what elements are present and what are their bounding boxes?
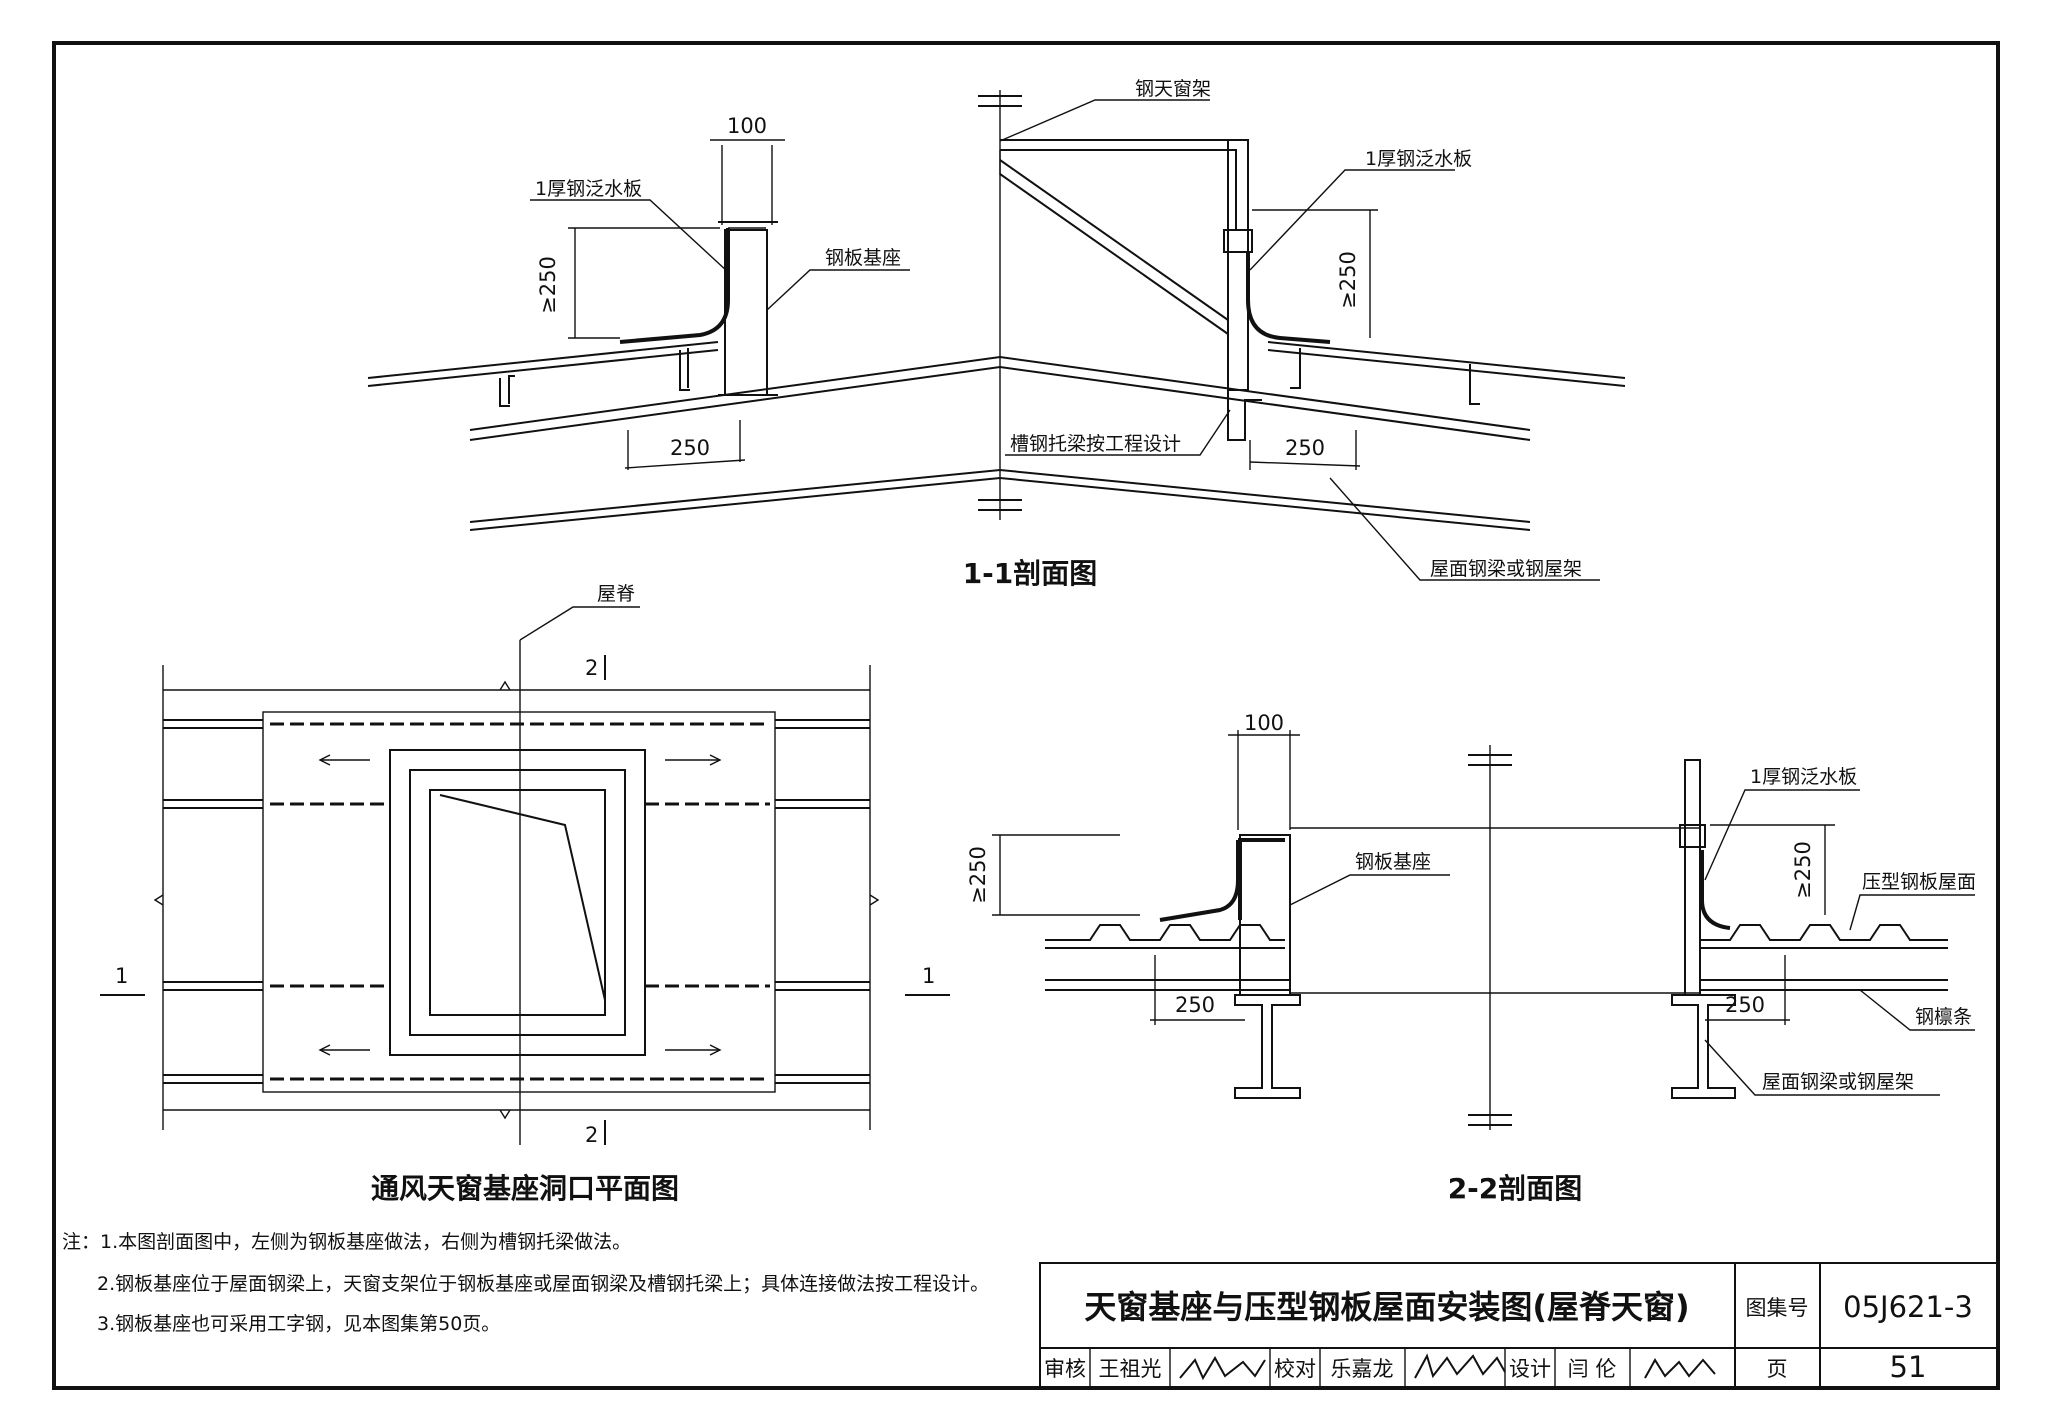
notes: 注：1.本图剖面图中，左侧为钢板基座做法，右侧为槽钢托梁做法。 2.钢板基座位于… <box>62 1231 989 1335</box>
plan-view: 屋脊 <box>100 583 950 1205</box>
signature-review <box>1179 1356 1266 1381</box>
page-number: 51 <box>1890 1350 1927 1384</box>
mark-2-bottom: 2 <box>585 1123 598 1147</box>
label-flashing-right: 1厚钢泛水板 <box>1365 148 1472 170</box>
review-name: 王祖光 <box>1099 1357 1162 1381</box>
label-steel-plate-base-1: 钢板基座 <box>825 247 901 269</box>
page-label: 页 <box>1767 1357 1788 1381</box>
signature-design <box>1644 1358 1716 1379</box>
signature-check <box>1414 1353 1506 1379</box>
title-section-1-1: 1-1剖面图 <box>963 557 1098 590</box>
sheet-border <box>52 41 2000 1390</box>
mark-2-top: 2 <box>585 656 598 680</box>
review-label: 审核 <box>1044 1357 1086 1381</box>
drawing-title: 天窗基座与压型钢板屋面安装图(屋脊天窗) <box>1084 1288 1689 1326</box>
label-steel-plate-base-2: 钢板基座 <box>1355 851 1431 873</box>
dim-1-1-right-height: ≥250 <box>1336 251 1360 309</box>
dim-2-2-right-height: ≥250 <box>1791 841 1815 899</box>
note-3: 3.钢板基座也可采用工字钢，见本图集第50页。 <box>97 1313 500 1335</box>
dim-1-1-left-height: ≥250 <box>536 256 560 314</box>
title-section-2-2: 2-2剖面图 <box>1448 1172 1583 1205</box>
dim-2-2-right-bottom: 250 <box>1725 993 1765 1017</box>
section-1-1: 100 ≥250 ≥250 250 250 钢天窗架 1厚钢泛水板 钢板基座 1… <box>367 78 1626 590</box>
label-flashing-2: 1厚钢泛水板 <box>1750 766 1857 788</box>
dim-1-1-right-bottom: 250 <box>1285 436 1325 460</box>
design-label: 设计 <box>1509 1357 1551 1381</box>
label-channel-beam: 槽钢托梁按工程设计 <box>1010 433 1181 455</box>
note-1: 注：1.本图剖面图中，左侧为钢板基座做法，右侧为槽钢托梁做法。 <box>62 1231 631 1253</box>
mark-1-right: 1 <box>922 964 935 988</box>
check-label: 校对 <box>1274 1357 1316 1381</box>
note-2: 2.钢板基座位于屋面钢梁上，天窗支架位于钢板基座或屋面钢梁及槽钢托梁上；具体连接… <box>97 1273 989 1295</box>
mark-1-left: 1 <box>115 964 128 988</box>
label-purlin: 钢檩条 <box>1915 1006 1972 1028</box>
label-profiled-roof: 压型钢板屋面 <box>1862 871 1976 893</box>
label-flashing-left: 1厚钢泛水板 <box>535 178 642 200</box>
label-steel-window-frame: 钢天窗架 <box>1135 78 1211 100</box>
design-name: 闫 伦 <box>1568 1357 1617 1381</box>
section-2-2: 100 ≥250 ≥250 250 250 钢板基座 1厚钢泛水板 压型钢板屋面… <box>966 711 1976 1205</box>
title-block: 天窗基座与压型钢板屋面安装图(屋脊天窗) 图集号 05J621-3 审核 王祖光… <box>1039 1262 1999 1389</box>
dim-2-2-left-bottom: 250 <box>1175 993 1215 1017</box>
check-name: 乐嘉龙 <box>1331 1357 1394 1381</box>
dim-2-2-top: 100 <box>1244 711 1284 735</box>
dim-2-2-left-height: ≥250 <box>966 846 990 904</box>
dim-1-1-top: 100 <box>727 114 767 138</box>
title-plan: 通风天窗基座洞口平面图 <box>371 1172 679 1205</box>
label-roof-beam-2: 屋面钢梁或钢屋架 <box>1762 1071 1914 1093</box>
atlas-number: 05J621-3 <box>1843 1290 1973 1324</box>
dim-1-1-left-bottom: 250 <box>670 436 710 460</box>
label-ridge: 屋脊 <box>597 583 635 605</box>
atlas-label: 图集号 <box>1746 1296 1809 1320</box>
label-roof-beam-1: 屋面钢梁或钢屋架 <box>1430 558 1582 580</box>
